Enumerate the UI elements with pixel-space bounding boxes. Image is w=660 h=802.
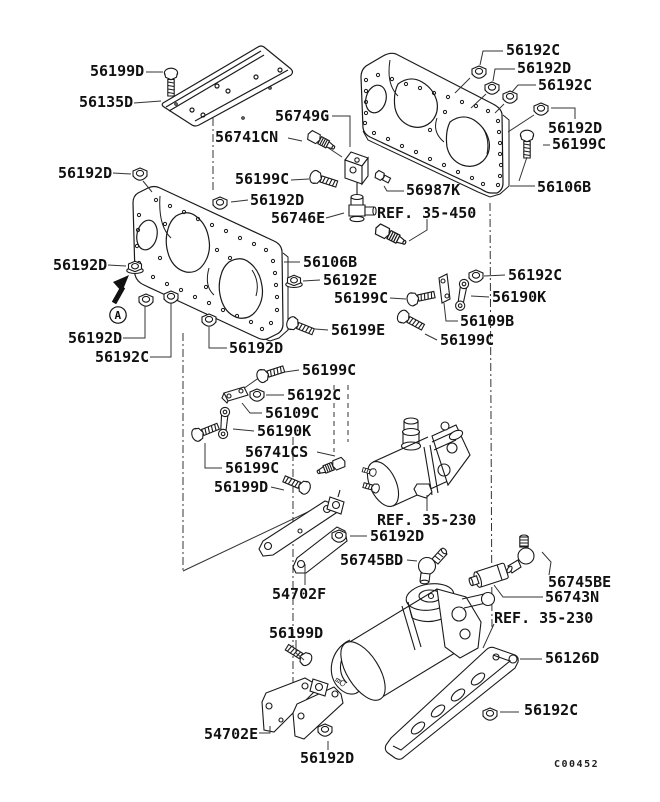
part-label-56109C: 56109C bbox=[265, 404, 320, 422]
part-label-56192C: 56192C bbox=[524, 701, 579, 719]
part-label-56192D: 56192D bbox=[68, 329, 123, 347]
part-label-56199C: 56199C bbox=[302, 361, 357, 379]
plate-56109C bbox=[221, 386, 249, 404]
part-label-56190K: 56190K bbox=[257, 422, 312, 440]
fitting-56745BD bbox=[417, 547, 448, 585]
part-label-56106B: 56106B bbox=[303, 253, 358, 271]
view-marker-circle bbox=[109, 306, 127, 324]
part-label-56199D: 56199D bbox=[269, 624, 324, 642]
link-56190K-center bbox=[217, 406, 231, 440]
sensor-ref-35-450 bbox=[372, 222, 409, 249]
part-label-56192C: 56192C bbox=[287, 386, 342, 404]
part-label-56109B: 56109B bbox=[460, 312, 515, 330]
part-label-56199D: 56199D bbox=[214, 478, 269, 496]
left-gasket-plate bbox=[132, 185, 289, 342]
view-marker-letter: A bbox=[114, 309, 122, 322]
construction-lines bbox=[182, 118, 493, 687]
part-label-56192D: 56192D bbox=[229, 339, 284, 357]
link-56190K-right bbox=[454, 278, 470, 312]
booster-assembly bbox=[330, 583, 496, 701]
part-label-56746E: 56746E bbox=[271, 209, 326, 227]
part-label-56192D: 56192D bbox=[370, 527, 425, 545]
bracket-54702F bbox=[258, 489, 348, 574]
part-label-56192C: 56192C bbox=[95, 348, 150, 366]
part-label-56126D: 56126D bbox=[545, 649, 600, 667]
direction-arrow bbox=[111, 275, 129, 305]
fitting-56741CS bbox=[314, 456, 348, 478]
part-label-56987K: 56987K bbox=[406, 181, 461, 199]
part-label-56199C: 56199C bbox=[552, 135, 607, 153]
part-label-56106B: 56106B bbox=[537, 178, 592, 196]
part-label-56192D: 56192D bbox=[250, 191, 305, 209]
junction-block bbox=[344, 151, 369, 186]
plate-56109B bbox=[438, 273, 451, 304]
part-label-56199E: 56199E bbox=[331, 321, 386, 339]
part-label-56199C: 56199C bbox=[334, 289, 389, 307]
cylinder-56743N bbox=[468, 562, 509, 588]
part-label-56192D: 56192D bbox=[300, 749, 355, 767]
part-label-56745BE: 56745BE bbox=[548, 573, 612, 591]
plug-56987K bbox=[373, 169, 392, 185]
part-label-56741CS: 56741CS bbox=[245, 443, 309, 461]
part-label-56192D: 56192D bbox=[548, 119, 603, 137]
elbow-valve-56746E bbox=[348, 182, 377, 223]
fitting-56741CN bbox=[305, 129, 338, 153]
part-label-56749G: 56749G bbox=[275, 107, 330, 125]
leader-lines bbox=[107, 50, 576, 750]
part-label-56741CN: 56741CN bbox=[215, 128, 279, 146]
pump-assembly bbox=[361, 417, 471, 507]
part-label-56192C: 56192C bbox=[538, 76, 593, 94]
part-label-54702F: 54702F bbox=[272, 585, 327, 603]
part-label-56192C: 56192C bbox=[508, 266, 563, 284]
part-label-56190K: 56190K bbox=[492, 288, 547, 306]
part-label-56192D: 56192D bbox=[58, 164, 113, 182]
part-label-56199D: 56199D bbox=[90, 62, 145, 80]
ref-label-35-230: REF. 35-230 bbox=[377, 511, 477, 529]
top-plate bbox=[161, 45, 294, 127]
part-label-54702E: 54702E bbox=[204, 725, 259, 743]
part-label-56743N: 56743N bbox=[545, 588, 600, 606]
part-label-56135D: 56135D bbox=[79, 93, 134, 111]
diagram-code: C00452 bbox=[554, 759, 600, 770]
part-label-56192D: 56192D bbox=[517, 59, 572, 77]
mounting-rail bbox=[384, 646, 519, 760]
part-label-56199C: 56199C bbox=[225, 459, 280, 477]
bracket-54702E bbox=[261, 677, 344, 740]
ref-label-35-450: REF. 35-450 bbox=[377, 204, 477, 222]
part-label-56192C: 56192C bbox=[506, 41, 561, 59]
part-label-56199C: 56199C bbox=[440, 331, 495, 349]
part-label-56199C: 56199C bbox=[235, 170, 290, 188]
ref-label-35-230: REF. 35-230 bbox=[494, 609, 594, 627]
part-label-56745BD: 56745BD bbox=[340, 551, 404, 569]
part-label-56192D: 56192D bbox=[53, 256, 108, 274]
part-label-56192E: 56192E bbox=[323, 271, 378, 289]
fitting-56745BE bbox=[506, 534, 535, 574]
right-gasket-plate bbox=[360, 52, 510, 198]
